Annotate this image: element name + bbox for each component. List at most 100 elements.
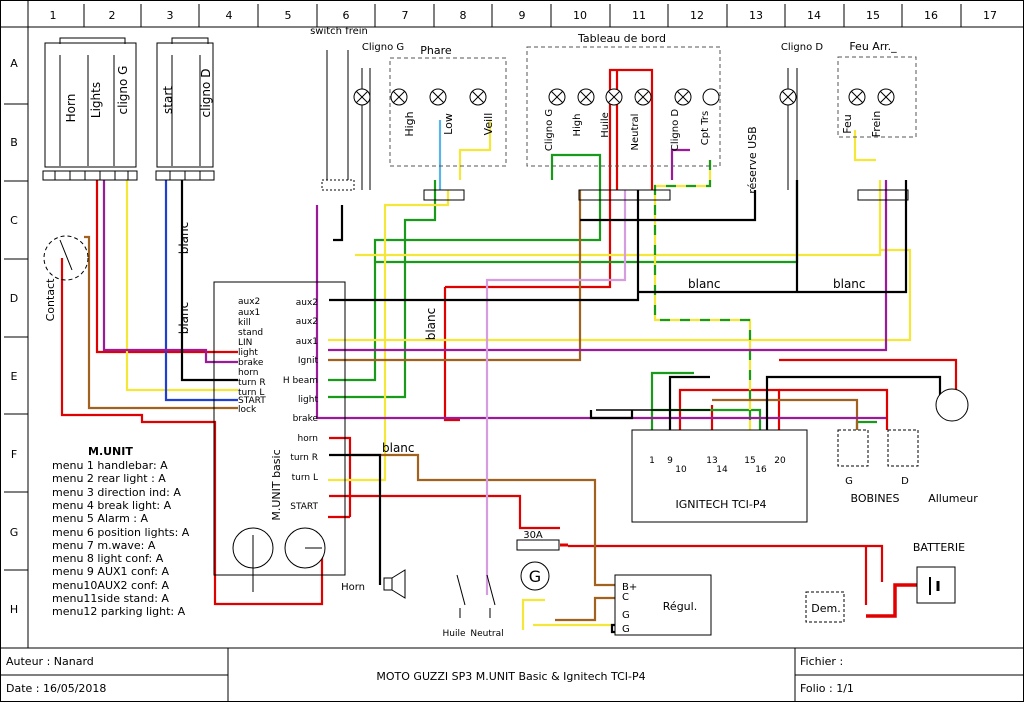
col-label: 17 [983,9,997,22]
munit-pin: light [298,395,318,405]
munit-pin: turn R [238,378,266,388]
wire-yellow [521,598,545,630]
switch-label-cligno-g: cligno G [116,66,130,115]
feu-arr-box [837,56,917,138]
wire-red [329,436,352,517]
ignitech-box [631,429,808,523]
wire-black [668,375,710,450]
col-label: 10 [573,9,587,22]
col-label: 5 [285,9,292,22]
munit-pin: H beam [283,376,318,386]
feu-arr-connector [857,189,909,201]
munit-pin: turn L [292,473,318,483]
wire-label-blanc: blanc [833,277,866,291]
column-ruler: 1 2 3 4 5 6 7 8 9 10 11 12 13 14 15 16 1… [50,4,997,27]
wire-yellow-green-dash [653,160,752,450]
tableau-cpt-trs: Cpt Trs [700,111,711,145]
wire-black [580,190,757,222]
col-label: 9 [519,9,526,22]
wire-brown [84,235,238,410]
oil-switch-label: Huile [442,629,465,639]
starter-motor [805,591,845,623]
generator-label: G [529,567,541,586]
generator-symbol [520,561,550,591]
switch-label-horn: Horn [64,94,78,123]
regul-pin: G [622,624,630,635]
starter-label: Dem. [811,602,840,615]
wire-purple [315,205,328,420]
ignitech-pin: 20 [774,456,786,466]
wire-yellow [355,180,882,257]
ignitech-pin: 13 [706,456,717,466]
ignitech-pin: 14 [716,465,728,475]
fuse-label: 30A [523,530,543,541]
wire-yellow [458,120,492,180]
wire-purple [670,148,690,180]
wire-red [60,258,324,606]
frein-label: Frein [870,111,883,138]
wire-green [650,371,694,450]
date-text: Date : 16/05/2018 [6,682,106,695]
tableau-lamps [548,88,720,106]
menu-item: menu12 parking light: A [52,605,186,618]
row-ruler: A B C D E F G H [4,57,28,616]
menu-item: menu 7 m.wave: A [52,539,156,552]
cligno-g-label: Cligno G [362,42,404,53]
contact-key-switch [43,235,89,281]
wire-red [779,388,889,430]
col-label: 2 [109,9,116,22]
row-label: A [10,57,18,70]
tableau-cligno-d: Cligno D [670,109,681,152]
brake-switch-label: switch frein [310,26,368,37]
file-text: Fichier : [800,655,843,668]
bobines-label: BOBINES [851,492,900,505]
wire-black [589,410,634,420]
batterie-label: BATTERIE [913,541,965,554]
col-label: 15 [866,9,880,22]
row-label: F [11,448,17,461]
wire-black [180,180,238,382]
menu-item: menu 2 rear light : A [52,472,166,485]
tableau-high: High [572,114,583,137]
regul-pin: G [622,610,630,621]
wire-label-blanc: blanc [177,222,191,255]
regulator-pins: B+ C G G [622,582,637,635]
menu-item: menu 4 break light: A [52,499,172,512]
brake-switch [321,50,355,191]
munit-title: M.UNIT basic [270,449,283,520]
munit-pin: stand [238,328,263,338]
row-label: H [10,603,18,616]
munit-pin: brake [238,358,264,368]
menu-title: M.UNIT [88,445,133,458]
folio-text: Folio : 1/1 [800,682,854,695]
phare-high: High [403,111,416,136]
menu-item: menu 5 Alarm : A [52,512,148,525]
wire-red [329,494,560,530]
phare-low: Low [442,113,455,135]
munit-pin: turn R [290,453,318,463]
munit-pin: aux2 [296,298,318,308]
munit-pin: lock [238,405,257,415]
wire-green [328,180,437,399]
switch-label-start: start [161,86,175,114]
wire-red [779,358,958,395]
wire-red [95,180,238,354]
munit-pin: light [238,348,258,358]
munit-menu: M.UNIT menu 1 handlebar: A menu 2 rear l… [52,445,190,618]
menu-item: menu11side stand: A [52,592,169,605]
wire-black [329,453,382,585]
wire-pink [485,190,627,595]
ignitech-title: IGNITECH TCI-P4 [676,498,767,511]
munit-gauges [232,527,326,592]
munit-pin: LIN [238,338,252,348]
ignitech-pin: 16 [755,465,767,475]
ignitech-pin: 1 [649,456,655,466]
left-handlebar-switch [42,37,138,181]
usb-label: réserve USB [746,126,759,193]
wire-black [333,205,344,242]
col-label: 1 [50,9,57,22]
col-label: 13 [749,9,763,22]
tableau-label: Tableau de bord [577,32,666,45]
munit-pin: aux2 [296,317,318,327]
col-label: 16 [924,9,938,22]
